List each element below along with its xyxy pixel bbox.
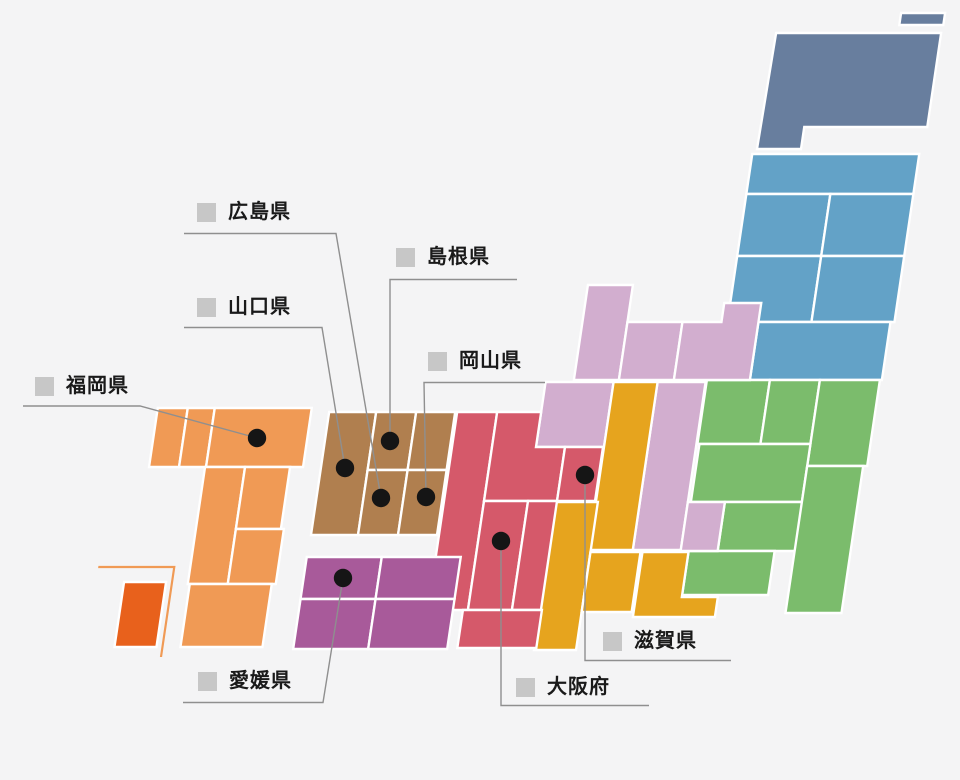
tile[interactable] <box>784 464 865 615</box>
tile[interactable] <box>810 254 906 324</box>
legend-square-icon <box>396 247 415 267</box>
tile[interactable] <box>696 378 772 446</box>
tile[interactable] <box>680 549 777 597</box>
tile[interactable] <box>672 301 763 382</box>
label-text: 愛媛県 <box>229 670 292 692</box>
dot-fukuoka <box>247 428 267 448</box>
tile[interactable] <box>179 582 274 649</box>
leader-fukuoka <box>23 405 258 439</box>
legend-square-icon <box>35 376 54 396</box>
tile[interactable] <box>455 608 544 650</box>
label-fukuoka: 福岡県 <box>35 376 129 396</box>
leader-yamaguchi <box>184 326 346 469</box>
tile[interactable] <box>406 410 457 472</box>
dot-shimane <box>380 431 400 451</box>
label-osaka: 大阪府 <box>516 677 610 697</box>
leader-ehime <box>183 577 344 704</box>
tile[interactable] <box>805 378 882 468</box>
tile[interactable] <box>113 580 168 649</box>
tile[interactable] <box>234 465 292 531</box>
prefecture-dots <box>247 428 595 588</box>
tile[interactable] <box>374 555 463 601</box>
region-tokai[interactable] <box>532 380 750 652</box>
tile[interactable] <box>226 527 286 586</box>
label-shimane: 島根県 <box>396 247 490 267</box>
leader-lines <box>23 232 731 707</box>
legend-square-icon <box>197 297 216 317</box>
label-shiga: 滋賀県 <box>603 631 697 651</box>
label-hiroshima: 広島県 <box>197 202 291 222</box>
leader-hiroshima <box>184 232 382 499</box>
label-text: 山口県 <box>228 296 291 318</box>
okinawa-divider-line <box>98 565 176 657</box>
label-text: 滋賀県 <box>634 630 697 652</box>
label-okayama: 岡山県 <box>428 351 522 371</box>
legend-square-icon <box>198 671 217 691</box>
label-text: 大阪府 <box>547 676 610 698</box>
region-hokkaido[interactable] <box>755 11 947 151</box>
region-okinawa[interactable] <box>85 565 176 657</box>
legend-square-icon <box>603 631 622 651</box>
tile[interactable] <box>735 192 832 258</box>
region-hokuriku-koshinetsu[interactable] <box>521 283 764 553</box>
leader-shiga <box>584 475 731 662</box>
tile[interactable] <box>631 550 725 619</box>
tile[interactable] <box>534 380 615 449</box>
legend-square-icon <box>516 677 535 697</box>
leader-okayama <box>423 381 545 498</box>
legend-square-icon <box>428 351 447 371</box>
region-kanto[interactable] <box>672 378 882 615</box>
tile[interactable] <box>748 320 892 382</box>
dot-shiga <box>575 465 595 485</box>
dot-hiroshima <box>371 488 391 508</box>
dot-okayama <box>416 487 436 507</box>
tile[interactable] <box>897 11 947 27</box>
leader-shimane <box>389 278 517 441</box>
tile[interactable] <box>744 152 921 196</box>
label-text: 島根県 <box>427 246 490 268</box>
label-ehime: 愛媛県 <box>198 671 292 691</box>
tile[interactable] <box>755 31 943 151</box>
tile[interactable] <box>366 597 456 651</box>
label-text: 福岡県 <box>66 375 129 397</box>
label-text: 岡山県 <box>459 350 522 372</box>
tile[interactable] <box>679 500 727 553</box>
tile[interactable] <box>291 597 377 651</box>
dot-ehime <box>333 568 353 588</box>
tile[interactable] <box>689 442 812 504</box>
region-chugoku[interactable] <box>309 410 457 537</box>
tile[interactable] <box>617 320 684 382</box>
tile[interactable] <box>819 192 915 258</box>
tile[interactable] <box>716 500 810 553</box>
leader-osaka <box>500 541 649 707</box>
dot-yamaguchi <box>335 458 355 478</box>
label-text: 広島県 <box>228 201 291 223</box>
legend-square-icon <box>197 202 216 222</box>
dot-osaka <box>491 531 511 551</box>
region-shikoku[interactable] <box>291 555 463 651</box>
label-yamaguchi: 山口県 <box>197 297 291 317</box>
tile[interactable] <box>580 550 642 614</box>
